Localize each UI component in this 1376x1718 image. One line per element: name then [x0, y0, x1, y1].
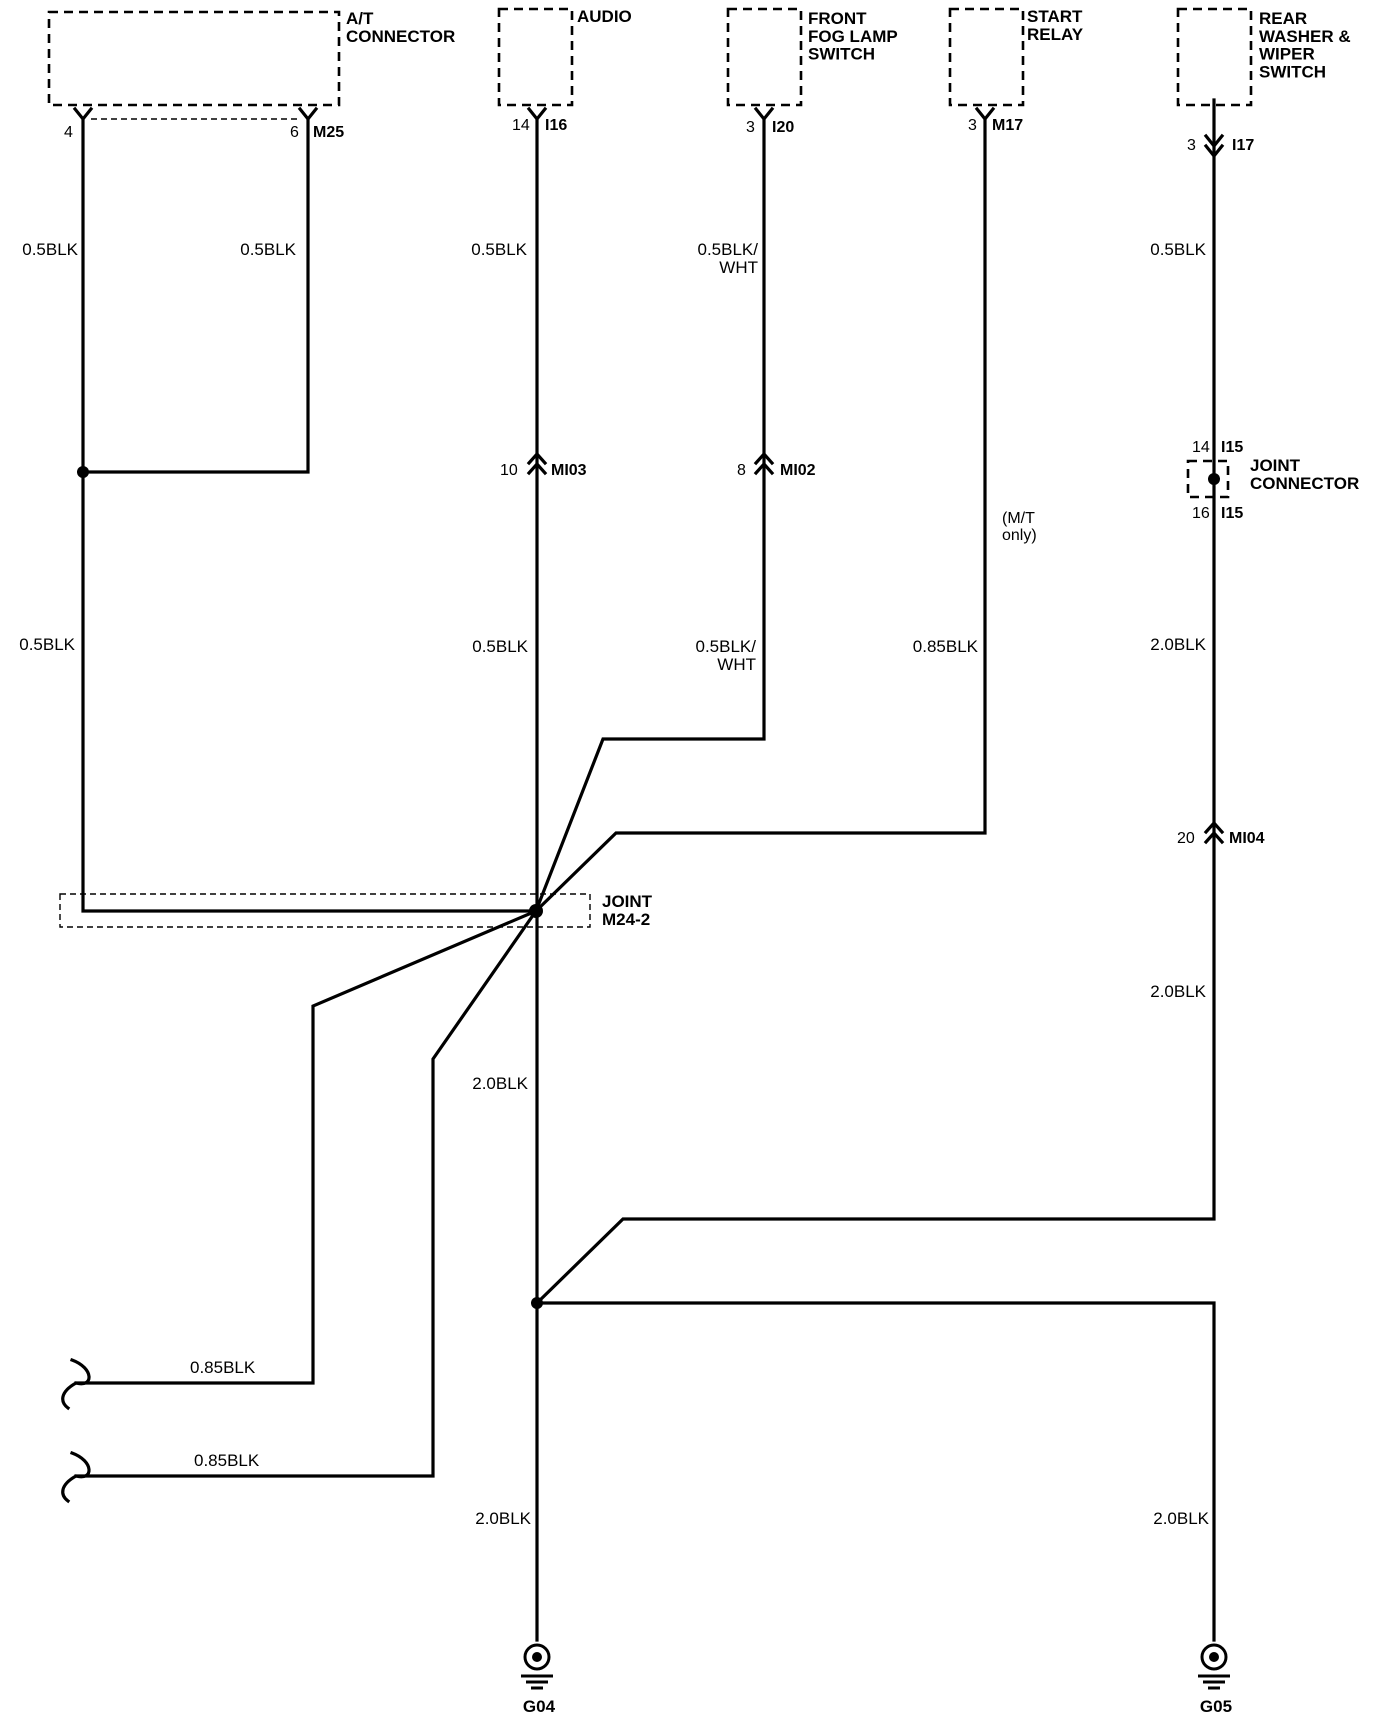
ground-g04: G04 — [521, 1643, 556, 1716]
joint-connector-code-bottom: I15 — [1221, 505, 1243, 522]
wire-label-audio-upper: 0.5BLK — [471, 240, 527, 259]
rear-switch-pin: 3 — [1187, 137, 1196, 154]
audio-unit: AUDIO — [497, 7, 632, 107]
at-pin-6-connector: 6 M25 — [290, 106, 344, 141]
at-connector-box — [47, 10, 341, 107]
mi02-pin: 8 — [737, 462, 746, 479]
wire-label-rear-lower: 2.0BLK — [1150, 982, 1206, 1001]
wire-label-at-left-lower: 0.5BLK — [19, 635, 75, 654]
wire-label-fog-lower: 0.5BLK/WHT — [696, 637, 757, 674]
start-relay-pin-connector: 3 M17 — [968, 106, 1023, 134]
audio-name: AUDIO — [577, 7, 632, 26]
joint-connector-code-top: I15 — [1221, 439, 1243, 456]
fog-wire — [533, 117, 766, 914]
offpage-break-1 — [61, 1357, 91, 1411]
mi04-connector: 20 MI04 — [1177, 820, 1265, 847]
rear-switch-box — [1176, 7, 1253, 107]
audio-code: I16 — [545, 117, 567, 134]
mi04-pin: 20 — [1177, 830, 1195, 847]
splice-ground — [531, 1297, 543, 1309]
wire-label-at-left-upper: 0.5BLK — [22, 240, 78, 259]
wire-label-rear-upper: 0.5BLK — [1150, 240, 1206, 259]
wire-label-offpage-1: 0.85BLK — [190, 1358, 256, 1377]
wire-label-fog-upper: 0.5BLK/WHT — [698, 240, 759, 277]
at-pin-4-connector: 4 — [64, 106, 94, 141]
rear-switch-wire — [534, 98, 1216, 1306]
mi03-pin: 10 — [500, 462, 518, 479]
at-right-wire — [81, 117, 310, 474]
audio-pin-connector: 14 I16 — [512, 106, 567, 134]
g04-terminal-inner — [532, 1652, 542, 1662]
wire-label-audio-lower: 0.5BLK — [472, 637, 528, 656]
g05-wire — [535, 1301, 1216, 1642]
offpage-wire-2 — [74, 908, 539, 1478]
joint-connector-pin-bottom: 16 — [1192, 505, 1210, 522]
mi02-connector: 8 MI02 — [737, 451, 816, 479]
joint-connector-splice — [1208, 473, 1220, 485]
wire-label-rear-mid: 2.0BLK — [1150, 635, 1206, 654]
splice-at — [77, 466, 89, 478]
offpage-wire-1 — [74, 908, 539, 1385]
start-relay-wire — [533, 117, 987, 914]
wire-label-g04-lead: 2.0BLK — [475, 1509, 531, 1528]
g05-terminal-inner — [1209, 1652, 1219, 1662]
fog-code: I20 — [772, 119, 794, 136]
wire-label-at-right-upper: 0.5BLK — [240, 240, 296, 259]
at-connector-code: M25 — [313, 124, 344, 141]
mi04-code: MI04 — [1229, 830, 1265, 847]
offpage-break-2 — [61, 1450, 91, 1504]
joint-connector-box — [1186, 459, 1230, 499]
wire-label-offpage-2: 0.85BLK — [194, 1451, 260, 1470]
start-relay-code: M17 — [992, 117, 1023, 134]
at-pin-4: 4 — [64, 124, 73, 141]
start-relay-pin: 3 — [968, 117, 977, 134]
start-relay-box — [948, 7, 1025, 107]
g04-terminal-outer — [523, 1643, 551, 1671]
audio-pin: 14 — [512, 117, 530, 134]
wire-label-start-relay: 0.85BLK — [913, 637, 979, 656]
g05-label: G05 — [1200, 1697, 1232, 1716]
at-left-wire — [81, 117, 538, 913]
mi02-code: MI02 — [780, 462, 816, 479]
joint-connector-pin-top: 14 — [1192, 439, 1210, 456]
splice-joint-m24-2 — [529, 904, 543, 918]
audio-box — [497, 7, 574, 107]
mi03-connector: 10 MI03 — [500, 451, 587, 479]
fog-switch-box — [726, 7, 803, 107]
g05-terminal-outer — [1200, 1643, 1228, 1671]
wire-label-main-trunk: 2.0BLK — [472, 1074, 528, 1093]
ground-g05: G05 — [1198, 1643, 1232, 1716]
g04-label: G04 — [523, 1697, 556, 1716]
wire-label-g05-lead: 2.0BLK — [1153, 1509, 1209, 1528]
rear-switch-pin-connector: 3 I17 — [1187, 133, 1254, 159]
at-pin-6: 6 — [290, 124, 299, 141]
mi03-code: MI03 — [551, 462, 587, 479]
joint-m24-2-box — [59, 893, 591, 928]
fog-pin-connector: 3 I20 — [746, 106, 794, 136]
fog-pin: 3 — [746, 119, 755, 136]
rear-switch-code: I17 — [1232, 137, 1254, 154]
